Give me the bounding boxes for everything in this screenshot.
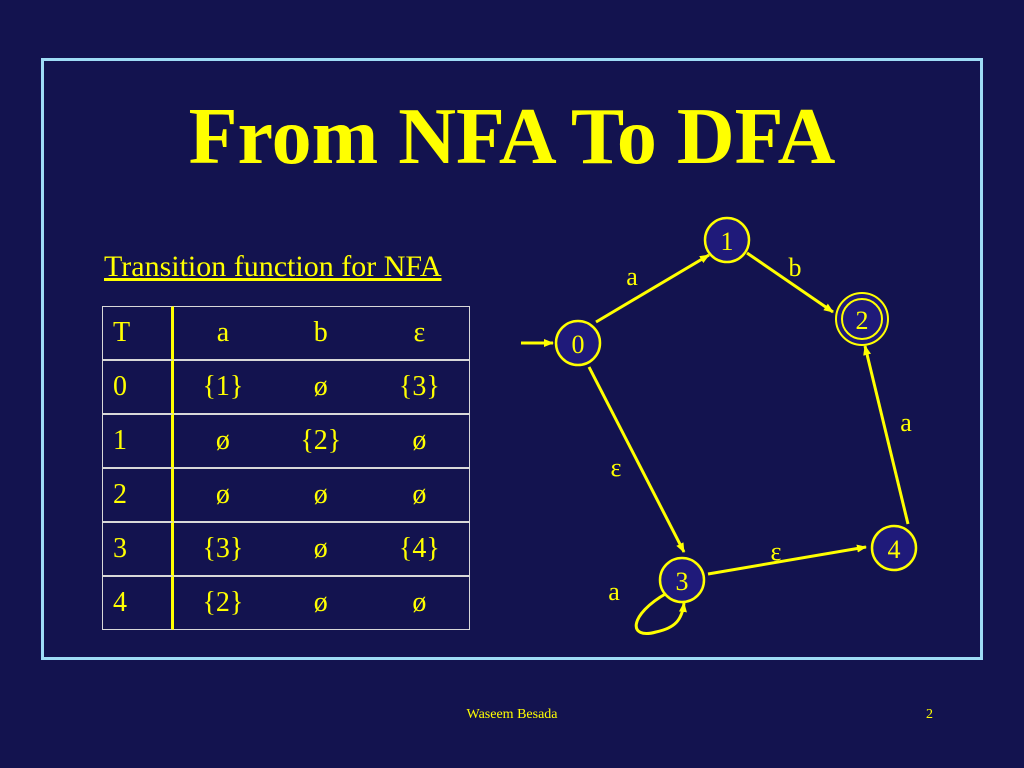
table-cell: 2 [102, 468, 174, 522]
state-2-accepting: 2 [835, 292, 889, 346]
state-label: 0 [572, 330, 585, 359]
table-row: 3 {3} ø {4} [102, 522, 470, 576]
table-cell: ø [271, 576, 370, 630]
edge-label-1-2: b [789, 253, 802, 282]
table-cell: {3} [174, 522, 272, 576]
table-cell: ø [271, 468, 370, 522]
table-cell: ø [271, 522, 370, 576]
table-cell: {3} [369, 360, 470, 414]
header-cell: ε [369, 306, 470, 360]
header-cell: T [102, 306, 174, 360]
state-4: 4 [870, 524, 918, 572]
table-cell: 1 [102, 414, 174, 468]
transition-table: T a b ε 0 {1} ø {3} 1 ø {2} ø 2 ø ø ø 3 … [102, 306, 470, 630]
table-row: 4 {2} ø ø [102, 576, 470, 630]
self-loop-3 [634, 591, 687, 635]
table-row: 0 {1} ø {3} [102, 360, 470, 414]
table-cell: 3 [102, 522, 174, 576]
edge-label-0-3: ε [611, 453, 622, 482]
edge-4-2 [863, 345, 910, 525]
slide-frame [41, 58, 983, 660]
table-header-row: T a b ε [102, 306, 470, 360]
state-label: 2 [856, 306, 869, 335]
edge-label-0-1: a [626, 262, 638, 291]
table-cell: {1} [174, 360, 272, 414]
table-cell: {4} [369, 522, 470, 576]
edge-0-3 [587, 366, 686, 553]
state-label: 1 [721, 227, 734, 256]
table-cell: ø [369, 468, 470, 522]
table-caption: Transition function for NFA [104, 250, 442, 283]
edge-label-3-3: a [608, 577, 620, 606]
state-label: 3 [676, 567, 689, 596]
table-cell: 0 [102, 360, 174, 414]
header-cell: a [174, 306, 272, 360]
footer-author: Waseem Besada [466, 707, 558, 722]
slide-title: From NFA To DFA [188, 93, 836, 181]
edge-label-4-2: a [900, 408, 912, 437]
edge-label-3-4: ε [771, 537, 782, 566]
edge-0-1 [595, 253, 710, 324]
header-cell: b [271, 306, 370, 360]
table-cell: 4 [102, 576, 174, 630]
state-1: 1 [703, 216, 751, 264]
table-row: 1 ø {2} ø [102, 414, 470, 468]
table-row: 2 ø ø ø [102, 468, 470, 522]
table-cell: {2} [174, 576, 272, 630]
table-cell: {2} [271, 414, 370, 468]
table-cell: ø [174, 468, 272, 522]
state-0: 0 [554, 319, 602, 367]
edge-1-2 [746, 251, 834, 314]
state-label: 4 [888, 535, 901, 564]
edge-3-4 [707, 544, 867, 576]
table-cell: ø [174, 414, 272, 468]
page-number: 2 [926, 707, 933, 722]
table-cell: ø [369, 414, 470, 468]
table-cell: ø [271, 360, 370, 414]
table-cell: ø [369, 576, 470, 630]
state-3: 3 [658, 556, 706, 604]
